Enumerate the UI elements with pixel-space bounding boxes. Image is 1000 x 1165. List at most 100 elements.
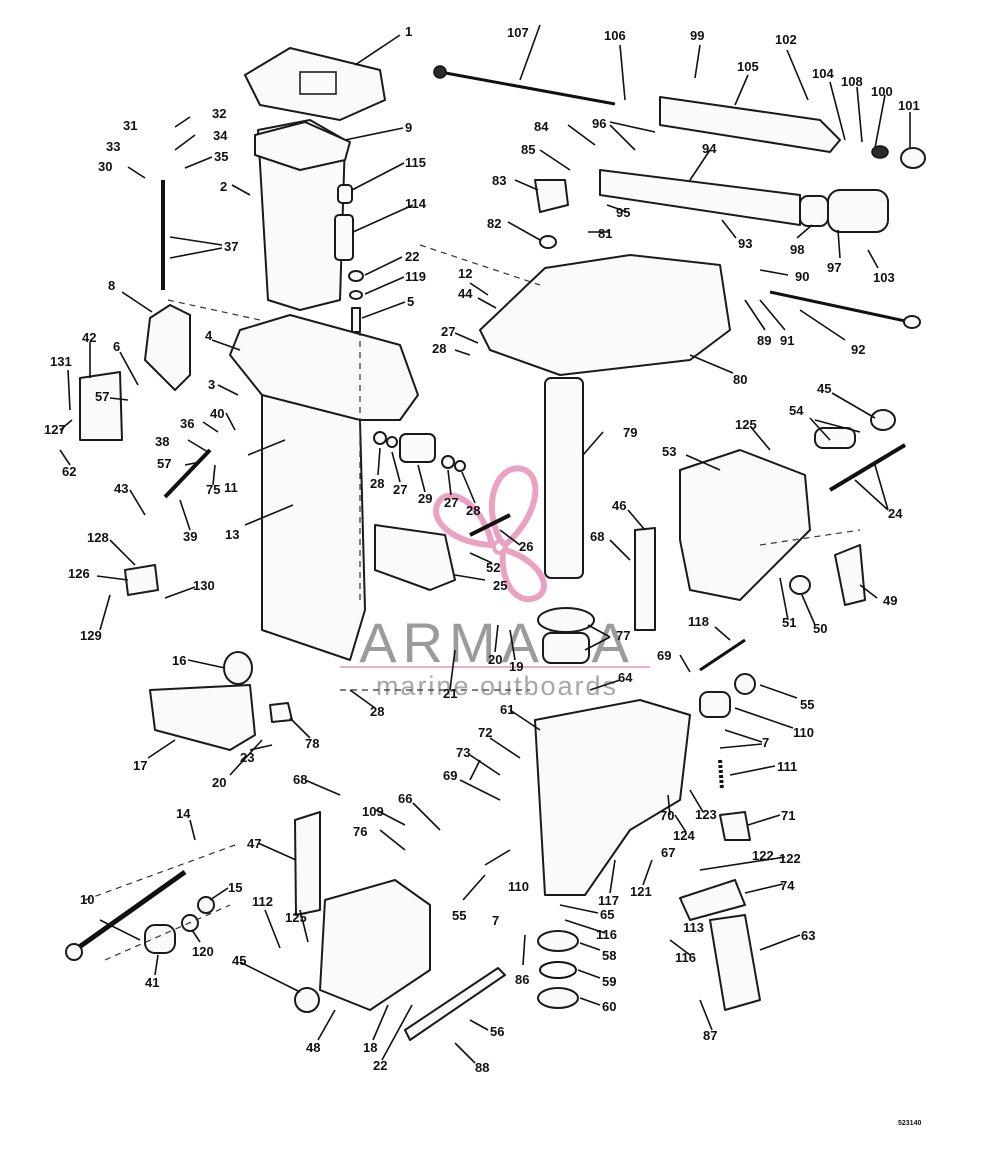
leader-lines xyxy=(59,24,911,1064)
leader xyxy=(461,471,476,504)
callout-81: 81 xyxy=(598,226,612,241)
callout-116a: 116 xyxy=(596,927,617,942)
callout-99: 99 xyxy=(690,28,704,43)
callout-7b: 7 xyxy=(492,913,499,928)
callout-26: 26 xyxy=(519,539,533,554)
callout-40: 40 xyxy=(210,406,224,421)
callout-21: 21 xyxy=(443,686,457,701)
part-tiller-arm xyxy=(659,96,841,153)
callout-25: 25 xyxy=(493,578,507,593)
callout-93: 93 xyxy=(738,236,752,251)
leader xyxy=(217,384,239,396)
callout-35: 35 xyxy=(214,149,228,164)
leader xyxy=(372,1004,389,1041)
callout-28a: 28 xyxy=(370,476,384,491)
propeller-hub xyxy=(492,539,508,555)
callout-119: 119 xyxy=(405,269,426,284)
leader xyxy=(462,874,486,901)
callout-49: 49 xyxy=(883,593,897,608)
callout-68b: 68 xyxy=(293,772,307,787)
callout-101: 101 xyxy=(898,98,920,113)
leader xyxy=(184,156,213,169)
callout-124: 124 xyxy=(673,828,695,843)
leader xyxy=(669,939,691,956)
part-lower-housing xyxy=(261,394,366,661)
callout-77: 77 xyxy=(616,628,630,643)
callout-31: 31 xyxy=(123,118,137,133)
callout-46: 46 xyxy=(612,498,626,513)
part-washer-55a xyxy=(734,673,756,695)
leader xyxy=(129,489,146,516)
callout-7a: 7 xyxy=(762,735,769,750)
leader xyxy=(99,594,111,631)
callout-69a: 69 xyxy=(657,648,671,663)
part-clamp-bracket-right xyxy=(679,449,811,601)
leader xyxy=(689,149,711,181)
callout-50: 50 xyxy=(813,621,827,636)
leader xyxy=(417,464,426,493)
leader xyxy=(289,717,311,739)
callout-29: 29 xyxy=(418,491,432,506)
leader xyxy=(454,574,486,581)
part-bracket-74 xyxy=(679,879,746,921)
leader xyxy=(174,116,191,128)
callout-24: 24 xyxy=(888,506,903,521)
leader xyxy=(184,461,201,466)
callout-3: 3 xyxy=(208,377,215,392)
callout-90: 90 xyxy=(795,269,809,284)
leader xyxy=(799,309,846,341)
leader xyxy=(494,624,499,653)
callout-75: 75 xyxy=(206,482,220,497)
callout-91: 91 xyxy=(780,333,794,348)
leader xyxy=(349,689,376,709)
leader xyxy=(211,339,241,351)
callout-64: 64 xyxy=(618,670,633,685)
callout-105: 105 xyxy=(737,59,759,74)
callout-67: 67 xyxy=(661,845,675,860)
leader xyxy=(354,34,401,66)
callout-34: 34 xyxy=(213,128,228,143)
part-bushing-45b xyxy=(294,987,320,1013)
callout-89: 89 xyxy=(757,333,771,348)
leader xyxy=(351,162,405,191)
leader xyxy=(627,509,646,531)
leader xyxy=(685,454,721,471)
leader xyxy=(744,299,766,331)
callout-97: 97 xyxy=(827,260,841,275)
leader xyxy=(759,684,798,699)
part-bushing-82 xyxy=(539,235,557,249)
leader xyxy=(109,539,136,566)
callout-44: 44 xyxy=(458,286,473,301)
leader xyxy=(829,81,846,141)
part-twist-grip xyxy=(827,189,889,233)
part-shaft-39 xyxy=(163,448,212,499)
callout-27c: 27 xyxy=(441,324,455,339)
callout-82: 82 xyxy=(487,216,501,231)
leader xyxy=(247,439,286,456)
leader xyxy=(469,759,481,781)
callout-109: 109 xyxy=(362,804,384,819)
callout-32: 32 xyxy=(212,106,226,121)
leader xyxy=(567,124,596,146)
leader xyxy=(609,539,631,561)
leader xyxy=(589,679,621,691)
callout-122b: 122 xyxy=(752,848,774,863)
leader xyxy=(837,229,841,259)
part-lower-steering-bracket xyxy=(534,699,691,896)
callout-73: 73 xyxy=(456,745,470,760)
part-bushing-54 xyxy=(814,427,856,449)
parts-layer xyxy=(65,47,926,1041)
part-rod-24 xyxy=(828,443,907,492)
leader xyxy=(509,709,541,731)
propeller-blade-left xyxy=(433,492,496,548)
leader xyxy=(454,1042,476,1064)
callout-37: 37 xyxy=(224,239,238,254)
leader xyxy=(499,529,521,546)
part-tilt-bolt-head xyxy=(65,943,83,961)
leader xyxy=(689,789,704,813)
callout-4: 4 xyxy=(205,328,213,343)
part-bracket-128 xyxy=(124,564,159,596)
callout-8: 8 xyxy=(108,278,115,293)
part-exhaust-top xyxy=(254,121,351,171)
callout-84: 84 xyxy=(534,119,549,134)
